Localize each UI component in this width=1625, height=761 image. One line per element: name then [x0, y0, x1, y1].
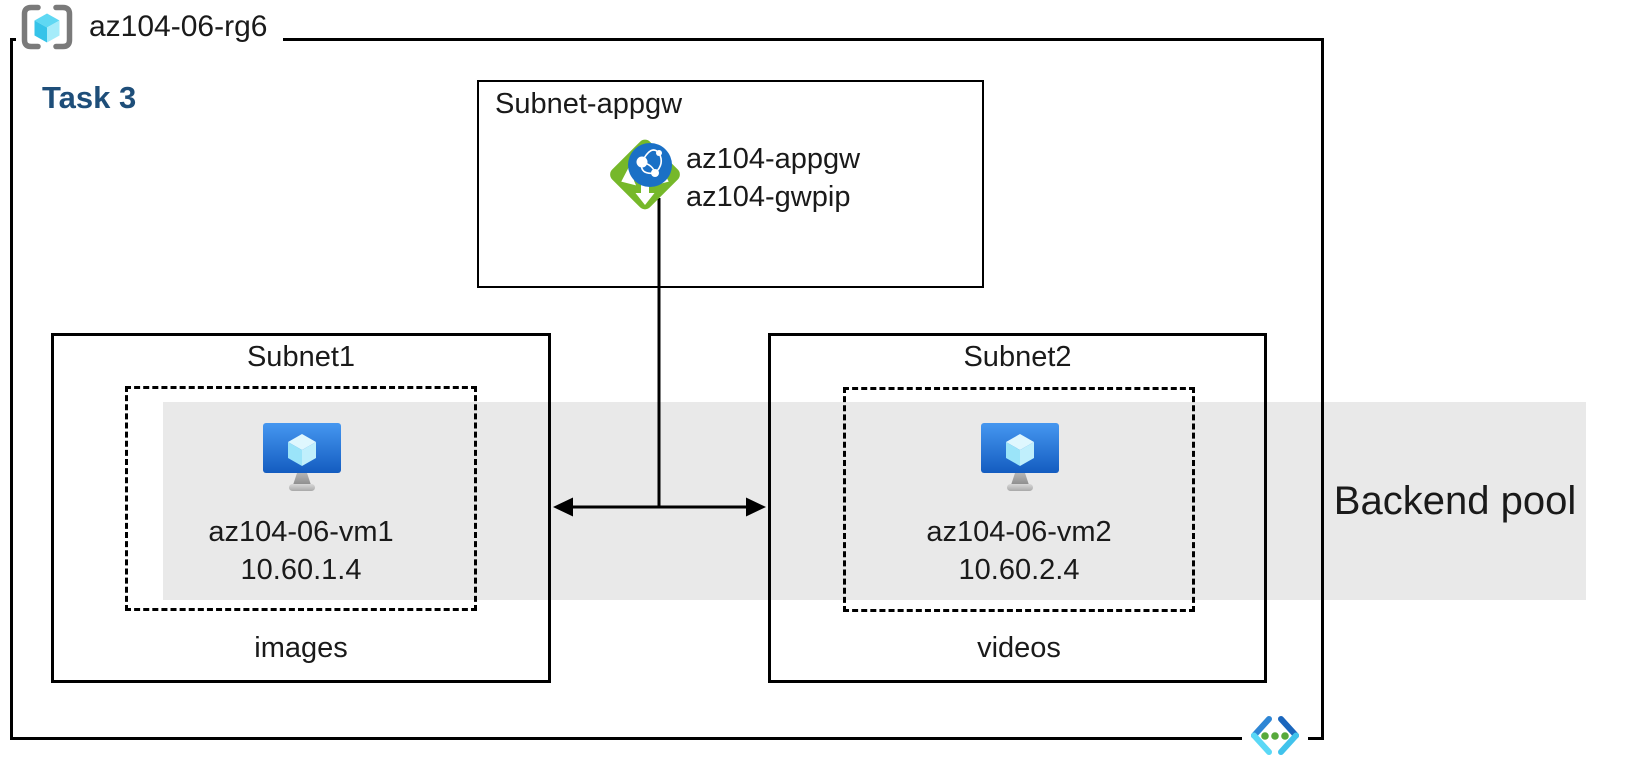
appgw-pip-label: az104-gwpip	[686, 181, 851, 213]
vm2-ip-label: 10.60.2.4	[958, 554, 1080, 586]
backend-pool-band	[163, 402, 1586, 600]
appgw-name-label: az104-appgw	[686, 143, 861, 175]
subnet2-box: Subnet2	[768, 333, 1267, 683]
subnet1-storage-label: images	[254, 632, 348, 664]
resource-group-box	[10, 38, 1324, 740]
backend-pool-label: Backend pool	[1333, 478, 1577, 523]
virtual-network-icon	[1251, 716, 1299, 755]
resource-group-header: az104-06-rg6	[16, 2, 284, 52]
resource-group-icon	[21, 4, 73, 50]
virtual-network-icon-wrap	[1242, 712, 1308, 761]
vm2-labels: az104-06-vm2 10.60.2.4	[843, 513, 1195, 589]
subnet2-vm-dashed-box	[843, 387, 1195, 612]
virtual-machine-icon	[981, 423, 1059, 491]
subnet2-title: Subnet2	[963, 341, 1072, 373]
vm2-name-label: az104-06-vm2	[926, 516, 1112, 548]
subnet1-box: Subnet1	[51, 333, 551, 683]
subnet-appgw-box: Subnet-appgw	[477, 80, 984, 288]
application-gateway-icon	[610, 139, 680, 210]
vm1-ip-label: 10.60.1.4	[240, 554, 362, 586]
appgw-labels: az104-appgw az104-gwpip	[686, 140, 860, 216]
subnet-appgw-title: Subnet-appgw	[495, 88, 683, 120]
subnet1-vm-dashed-box	[125, 386, 477, 611]
vm1-labels: az104-06-vm1 10.60.1.4	[125, 513, 477, 589]
vm1-name-label: az104-06-vm1	[208, 516, 394, 548]
virtual-machine-icon	[263, 423, 341, 491]
resource-group-name: az104-06-rg6	[89, 10, 268, 43]
subnet2-storage-label: videos	[977, 632, 1061, 664]
task-label: Task 3	[42, 80, 137, 115]
subnet1-title: Subnet1	[246, 341, 356, 373]
